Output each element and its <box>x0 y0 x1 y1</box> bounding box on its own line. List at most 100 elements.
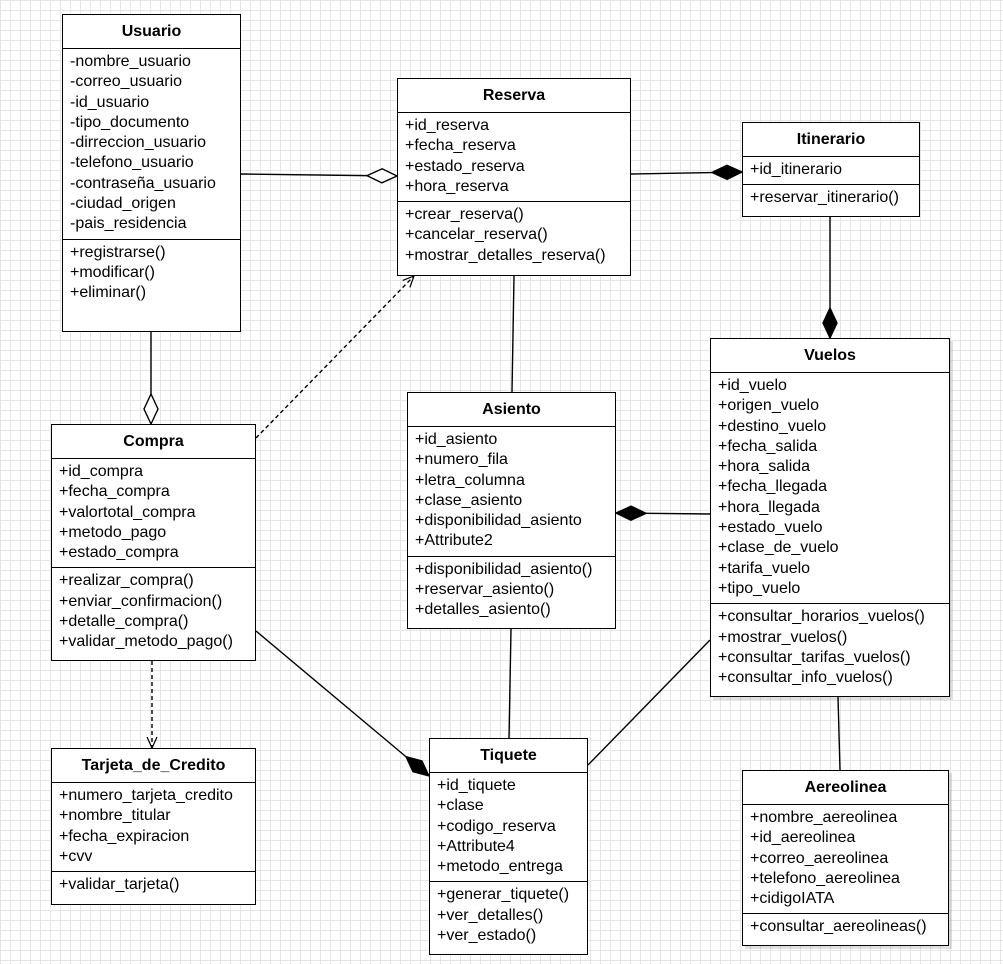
attribute: +clase_asiento <box>415 491 523 509</box>
operation: +consultar_aereolineas() <box>750 918 927 936</box>
composition-diamond <box>710 164 744 181</box>
attribute: +hora_reserva <box>405 177 509 195</box>
class-reserva[interactable]: Reserva+id_reserva+fecha_reserva+estado_… <box>397 78 631 276</box>
attribute: -dirreccion_usuario <box>70 134 207 152</box>
relation-line <box>587 639 711 766</box>
class-compra[interactable]: Compra +id_compra +fecha_compra +valortotal… <box>51 424 256 661</box>
attribute: +fecha_expiracion <box>59 827 190 845</box>
composition-diamond <box>822 306 838 340</box>
attribute: +Attribute2 <box>415 532 493 550</box>
attribute: -nombre_usuario <box>70 53 191 70</box>
attribute: +id_vuelo <box>718 377 787 394</box>
class-name: Tiquete <box>430 739 587 773</box>
attribute: -tipo_documento <box>70 113 190 131</box>
operation: +reservar_asiento() <box>415 581 555 599</box>
attribute: +metodo_pago <box>59 523 167 541</box>
operation-list: +consultar_aereolineas() <box>743 914 948 941</box>
attribute-list: +id_vuelo+origen_vuelo+destino_vuelo+fec… <box>711 373 949 605</box>
attribute-list: -nombre_usuario-correo_usuario-id_usuari… <box>63 49 240 240</box>
class-tarjeta[interactable]: Tarjeta_de_Credito+numero_tarjeta_credit… <box>51 748 256 905</box>
relation-line <box>508 628 512 739</box>
attribute: +numero_tarjeta_credito <box>59 787 233 804</box>
composition-diamond <box>404 755 431 778</box>
attribute-list: +numero_tarjeta_credito+nombre_titular+f… <box>52 783 255 873</box>
aggregation-diamond <box>365 168 399 184</box>
class-aereolinea[interactable]: Aereolinea+nombre_aereolinea+id_aereolin… <box>742 770 949 946</box>
attribute: -telefono_usuario <box>70 154 194 172</box>
operation-list: +realizar_compra()+enviar_confirmacion()… <box>52 568 255 656</box>
attribute-list: +id_compra +fecha_compra +valortotal_compr… <box>52 459 255 569</box>
attribute: +fecha_compra <box>59 483 170 501</box>
attribute: +telefono_aereolinea <box>750 869 900 887</box>
attribute: +id_itinerario <box>750 161 843 178</box>
class-itinerario[interactable]: Itinerario +id_itinerario +reservar_itiner… <box>742 122 920 217</box>
attribute: +nombre_aereolinea <box>750 809 898 826</box>
operation: +ver_estado() <box>437 927 537 945</box>
relation-usuario-compra <box>143 332 159 426</box>
operation-list: +registrarse()+modificar()+eliminar() <box>63 240 240 308</box>
operation-list: +validar_tarjeta() <box>52 872 255 899</box>
relation-usuario-reserva <box>240 168 399 184</box>
attribute: +letra_columna <box>415 471 525 489</box>
class-name: Reserva <box>398 79 630 113</box>
class-name: Asiento <box>408 393 615 427</box>
relation-compra-tarjeta <box>146 661 158 750</box>
class-name: Usuario <box>63 15 240 49</box>
attribute-list: +nombre_aereolinea+id_aereolinea+correo_… <box>743 805 948 915</box>
operation: +eliminar() <box>70 284 147 302</box>
relation-vuelos-asiento <box>614 505 711 521</box>
attribute: +id_compra <box>59 463 144 480</box>
operation: +registrarse() <box>70 243 166 261</box>
attribute: +hora_llegada <box>718 498 820 516</box>
attribute: +disponibilidad_asiento <box>415 512 582 530</box>
attribute: +cvv <box>59 847 93 865</box>
relation-vuelos-aereolinea <box>837 696 841 771</box>
relation-reserva-itinerario <box>630 164 744 181</box>
attribute: +clase <box>437 797 484 815</box>
operation: +validar_metodo_pago() <box>59 633 233 651</box>
attribute: +destino_vuelo <box>718 417 827 435</box>
attribute-list: +id_asiento+numero_fila+letra_columna+cl… <box>408 427 615 557</box>
attribute: +Attribute4 <box>437 837 515 855</box>
relation-compra-tiquete <box>255 630 431 778</box>
class-asiento[interactable]: Asiento+id_asiento+numero_fila+letra_col… <box>407 392 616 629</box>
class-vuelos[interactable]: Vuelos+id_vuelo+origen_vuelo+destino_vue… <box>710 338 950 697</box>
operation: +reservar_itinerario() <box>750 189 899 207</box>
relation-line <box>255 275 415 439</box>
composition-diamond <box>614 505 648 521</box>
attribute-list: +id_reserva+fecha_reserva+estado_reserva… <box>398 113 630 203</box>
operation-list: +crear_reserva()+cancelar_reserva()+most… <box>398 202 630 270</box>
attribute: +correo_aereolinea <box>750 849 889 867</box>
attribute: +cidigoIATA <box>750 890 835 908</box>
relation-vuelos-tiquete <box>587 639 711 766</box>
operation: +generar_tiquete() <box>437 886 570 904</box>
operation: +consultar_horarios_vuelos() <box>718 608 925 626</box>
attribute: +hora_salida <box>718 458 811 476</box>
attribute: +codigo_reserva <box>437 817 556 835</box>
relation-compra-reserva <box>255 274 416 439</box>
class-name: Aereolinea <box>743 771 948 805</box>
operation: +mostrar_detalles_reserva() <box>405 246 606 264</box>
attribute: +valortotal_compra <box>59 503 196 521</box>
operation: +validar_tarjeta() <box>59 876 180 894</box>
class-usuario[interactable]: Usuario-nombre_usuario-correo_usuario-id… <box>62 14 241 332</box>
attribute: -contraseña_usuario <box>70 174 216 192</box>
class-name: Itinerario <box>743 123 919 157</box>
operation-list: +generar_tiquete()+ver_detalles()+ver_es… <box>430 882 587 950</box>
attribute-list: +id_itinerario <box>743 157 919 186</box>
attribute-list: +id_tiquete+clase+codigo_reserva+Attribu… <box>430 773 587 883</box>
dependency-arrowhead <box>402 274 416 288</box>
class-name: Compra <box>52 425 255 459</box>
attribute: +fecha_salida <box>718 437 818 455</box>
operation: +consultar_info_vuelos() <box>718 669 893 687</box>
class-name: Tarjeta_de_Credito <box>52 749 255 783</box>
class-tiquete[interactable]: Tiquete+id_tiquete+clase+codigo_reserva+… <box>429 738 588 955</box>
relation-asiento-tiquete <box>508 628 512 739</box>
attribute: +numero_fila <box>415 451 508 469</box>
relation-line <box>255 630 407 758</box>
relation-line <box>630 171 713 175</box>
attribute: -ciudad_origen <box>70 195 176 213</box>
attribute: +tipo_vuelo <box>718 579 801 597</box>
